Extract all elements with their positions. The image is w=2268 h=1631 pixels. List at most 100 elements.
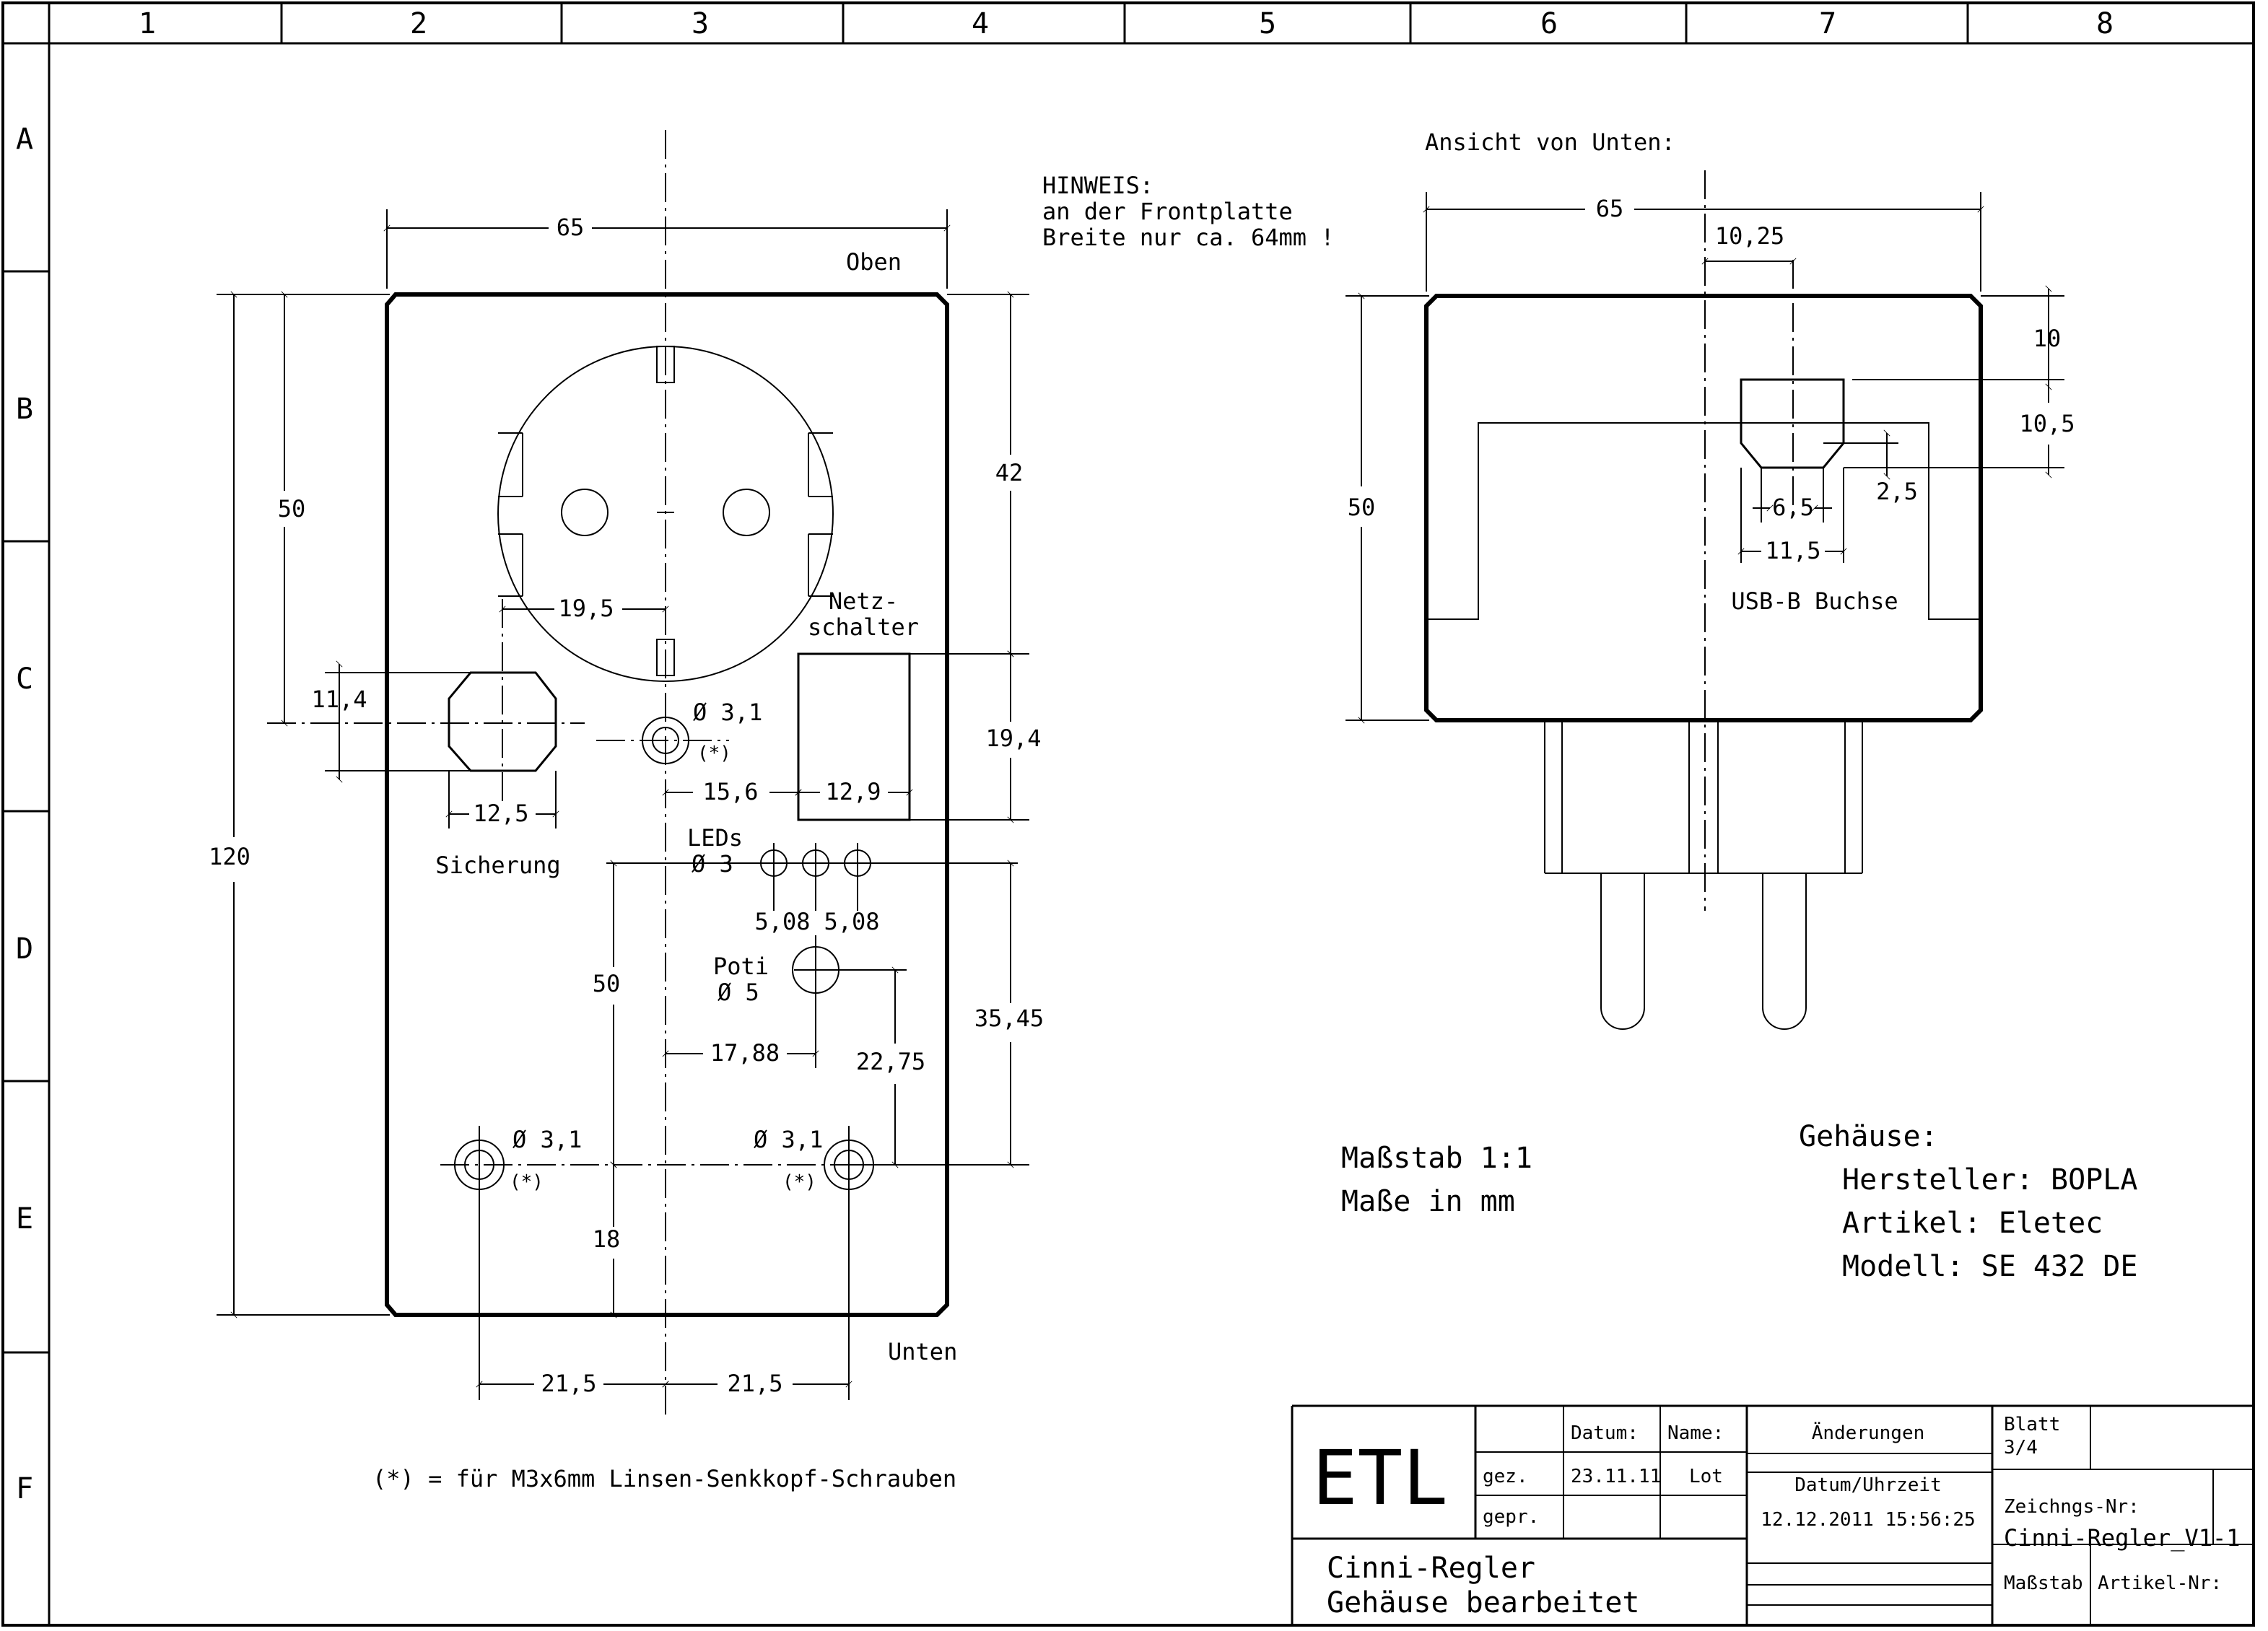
bottom-dim-11-5: 11,5 (1765, 537, 1820, 564)
front-dimensions (217, 209, 1029, 1388)
scale-note: Maßstab 1:1 (1341, 1142, 1532, 1175)
row-label-d: D (16, 932, 33, 966)
front-view: Oben Unten 65 120 50 42 19,5 11,4 12,5 S… (209, 130, 1044, 1414)
changes-header: Änderungen (1812, 1421, 1925, 1444)
front-panel-outline (385, 292, 949, 1317)
title-block: ETL Datum: Name: gez. 23.11.11 Lot gepr.… (1291, 1404, 2254, 1625)
column-label-7: 7 (1819, 7, 1836, 40)
drawing-title-1: Cinni-Regler (1327, 1552, 1535, 1585)
led-holes (751, 843, 1018, 911)
column-label-1: 1 (139, 7, 156, 40)
dim-hole-left: 21,5 (541, 1370, 596, 1397)
bottom-dim-10-5: 10,5 (2019, 410, 2075, 437)
row-label-b: B (16, 393, 33, 426)
notes: Maßstab 1:1 Maße in mm Gehäuse: Herstell… (372, 1120, 2137, 1492)
bottom-dimensions (1345, 192, 2064, 724)
row-label-c: C (16, 663, 33, 696)
hint-line-1: HINWEIS: (1042, 172, 1153, 199)
bottom-dim-height: 50 (1348, 494, 1376, 521)
datetime-value: 12.12.2011 15:56:25 (1761, 1509, 1975, 1531)
sheet-label: Blatt (2004, 1414, 2060, 1435)
drawn-name: Lot (1689, 1466, 1723, 1487)
hint-note: HINWEIS: an der Frontplatte Breite nur c… (1042, 172, 1335, 251)
bottom-dim-2-5: 2,5 (1876, 478, 1918, 505)
dim-hole-right: 21,5 (727, 1370, 782, 1397)
usb-label: USB-B Buchse (1731, 587, 1898, 615)
hole-left-note: (*) (510, 1171, 544, 1193)
column-label-8: 8 (2096, 7, 2114, 40)
dim-switch-right: 19,4 (985, 725, 1041, 752)
dim-total-height: 120 (209, 843, 250, 870)
header-date: Datum: (1571, 1422, 1639, 1444)
bottom-dim-6-5: 6,5 (1772, 494, 1814, 521)
leds-diameter: Ø 3 (692, 850, 733, 878)
fuse-cutout (267, 599, 585, 801)
hole-left-diameter: Ø 3,1 (513, 1126, 582, 1153)
column-label-5: 5 (1259, 7, 1276, 40)
sheet-number: 3/4 (2004, 1437, 2038, 1459)
dim-socket-center: 19,5 (558, 595, 614, 622)
housing-model: Modell: SE 432 DE (1842, 1250, 2137, 1283)
housing-article: Artikel: Eletec (1842, 1207, 2103, 1240)
hint-line-3: Breite nur ca. 64mm ! (1042, 224, 1335, 251)
datetime-label: Datum/Uhrzeit (1794, 1474, 1942, 1496)
drawing-number: Cinni-Regler_V1-1 (2004, 1524, 2241, 1552)
screw-hole-top (596, 717, 729, 764)
dim-right-lower: 35,45 (974, 1005, 1044, 1032)
hole-top-diameter: Ø 3,1 (693, 699, 762, 726)
dim-fuse-width: 12,5 (473, 800, 528, 827)
dim-led-pitch-2: 5,08 (824, 908, 879, 935)
poti-hole (792, 935, 907, 1068)
scale-label: Maßstab (2004, 1573, 2083, 1594)
usb-b-socket (1740, 260, 1845, 520)
row-checked: gepr. (1483, 1506, 1539, 1528)
dim-fuse-height: 11,4 (311, 686, 367, 713)
bottom-view-outline (1424, 294, 1983, 722)
article-number-label: Artikel-Nr: (2098, 1573, 2222, 1594)
units-note: Maße in mm (1341, 1185, 1515, 1218)
column-label-4: 4 (972, 7, 989, 40)
fuse-label: Sicherung (435, 852, 560, 879)
dim-switch-offset: 15,6 (702, 778, 758, 805)
dim-poti-height: 22,75 (856, 1048, 925, 1075)
company-logo-text: ETL (1312, 1434, 1448, 1522)
poti-diameter: Ø 5 (718, 979, 759, 1006)
plug-body (1544, 720, 1863, 1030)
row-zones: A B C D E F (3, 123, 49, 1505)
dim-switch-width: 12,9 (825, 778, 881, 805)
bottom-dim-width: 65 (1596, 195, 1624, 222)
label-bottom: Unten (888, 1338, 957, 1365)
dim-center-18: 18 (593, 1225, 621, 1253)
dim-led-pitch-1: 5,08 (754, 908, 810, 935)
switch-label-line1: Netz- (829, 587, 898, 615)
housing-manufacturer: Hersteller: BOPLA (1842, 1163, 2137, 1197)
column-zones: 1 2 3 4 5 6 7 8 (139, 3, 2114, 43)
hole-right-note: (*) (782, 1171, 816, 1193)
label-top: Oben (846, 248, 902, 276)
bottom-view-title: Ansicht von Unten: (1425, 128, 1675, 156)
dim-socket-left: 50 (278, 495, 306, 522)
housing-title: Gehäuse: (1799, 1120, 1938, 1153)
dim-front-width: 65 (557, 214, 585, 241)
drawing-title-2: Gehäuse bearbeitet (1327, 1586, 1639, 1619)
dim-poti-offset: 17,88 (710, 1039, 780, 1067)
bottom-dim-offset: 10,25 (1715, 222, 1784, 250)
drawing-number-label: Zeichngs-Nr: (2004, 1496, 2140, 1518)
dim-center-50: 50 (593, 970, 621, 997)
column-label-2: 2 (410, 7, 427, 40)
screw-holes-bottom (440, 1126, 888, 1400)
column-label-6: 6 (1540, 7, 1558, 40)
bottom-dim-10: 10 (2033, 325, 2062, 352)
dim-socket-right: 42 (995, 459, 1024, 486)
row-label-e: E (16, 1202, 33, 1236)
column-label-3: 3 (692, 7, 709, 40)
row-label-f: F (16, 1472, 33, 1505)
bottom-view: Ansicht von Unten: (1345, 128, 2075, 1030)
hint-line-2: an der Frontplatte (1042, 198, 1293, 225)
header-name: Name: (1667, 1422, 1724, 1444)
row-drawn: gez. (1483, 1466, 1528, 1487)
leds-label: LEDs (687, 824, 743, 852)
hole-right-diameter: Ø 3,1 (754, 1126, 823, 1153)
